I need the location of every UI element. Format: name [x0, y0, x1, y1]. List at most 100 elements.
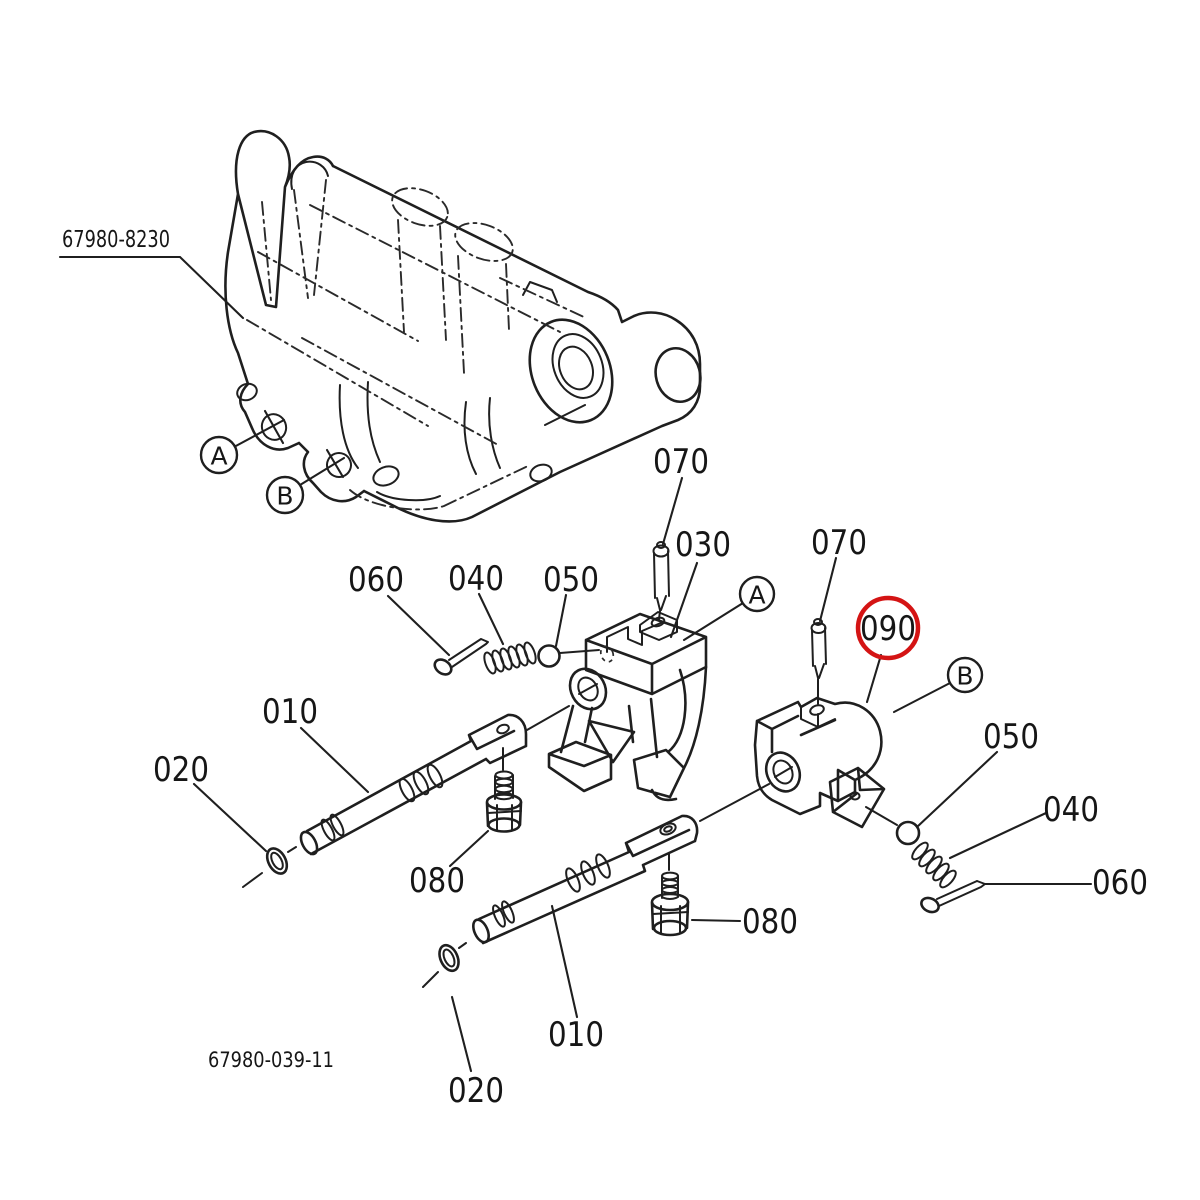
rod2-ring-1: [492, 904, 506, 928]
callout-050-left: 050: [543, 560, 599, 600]
leader-030: [669, 561, 699, 639]
callout-040-right: 040: [1043, 790, 1099, 830]
callout-060-left: 060: [348, 560, 404, 600]
bolt1-thread: [494, 770, 514, 780]
shift-fork-drawing: [547, 611, 708, 802]
set-bolt-1-drawing: [485, 747, 523, 833]
block-pin-boss: [800, 706, 836, 728]
bolt2-head-top: [650, 892, 690, 912]
leader-020b: [450, 995, 473, 1073]
spring1-coil: [507, 645, 521, 669]
leader-ref-b-block: [892, 681, 952, 714]
rod1-axis-lines: [242, 705, 570, 888]
rod1-groove-2: [412, 770, 430, 796]
callout-050-right: 050: [983, 717, 1039, 757]
leader-lines: [192, 409, 1093, 1073]
bolt2-head-lines: [652, 905, 689, 934]
cotter-pin-1-drawing: [433, 638, 489, 676]
spring-pin-1-drawing: [652, 541, 670, 620]
callout-070-block-pin: 070: [811, 523, 867, 563]
spring1-coil: [523, 641, 537, 665]
transmission-case-drawing: [224, 129, 702, 523]
o-ring-2-inner: [442, 948, 456, 968]
shift-rod-2-drawing: [422, 814, 699, 988]
callout-labels: 070 030 070 090 060 040 050 010 020 080 …: [153, 442, 1148, 1111]
o-ring-1-drawing: [265, 847, 289, 875]
rod2-ring-2: [501, 900, 515, 924]
leader-070a: [661, 476, 684, 546]
block-pin-hole: [809, 704, 825, 716]
bolt2-head-bottom: [652, 919, 688, 937]
case-bore-ring: [551, 333, 605, 399]
rod2-end-cap: [472, 918, 490, 944]
leader-080b: [690, 918, 742, 923]
callout-090-block: 090: [860, 609, 916, 649]
bolt2-thread: [661, 871, 679, 881]
cotter1-head: [433, 658, 453, 676]
leader-090: [865, 653, 883, 704]
spring1-coil: [515, 643, 529, 667]
leader-ref-a-fork: [682, 601, 745, 642]
leader-040a: [477, 592, 505, 646]
case-bore-flange: [528, 318, 614, 424]
leader-060a: [386, 594, 451, 657]
ref-label-b-block: B: [956, 662, 973, 691]
leader-ref-b-housing: [298, 448, 346, 487]
bolt1-thread: [494, 784, 514, 794]
o-ring-2-drawing: [438, 943, 460, 973]
callout-060-right: 060: [1092, 863, 1148, 903]
case-small-hole-2: [372, 465, 400, 487]
assembly-part-number: 67980-8230: [62, 227, 170, 253]
ball2: [895, 820, 921, 846]
callout-010-rod2: 010: [548, 1015, 604, 1055]
rod2-groove-3: [595, 853, 611, 879]
spring1-coil: [499, 647, 513, 671]
leader-010b: [550, 904, 579, 1019]
o-ring-2-outer: [438, 943, 460, 973]
block-silhouette: [753, 696, 883, 816]
ref-label-a-fork: A: [748, 581, 765, 610]
leader-080a: [448, 829, 490, 868]
pin2-cap: [810, 622, 827, 634]
callout-030-fork: 030: [675, 525, 731, 565]
ball1-axis: [559, 649, 600, 654]
rod1-body: [305, 713, 528, 856]
leader-050b: [915, 750, 999, 829]
shift-rod-1-drawing: [242, 705, 570, 888]
rod2-groove-1: [565, 867, 581, 893]
case-top-ear: [522, 281, 558, 303]
rod2-groove-2: [580, 860, 596, 886]
bolt1-head-lines: [487, 804, 522, 831]
bolt2-head: [650, 900, 690, 931]
leader-010a: [299, 726, 370, 794]
callout-070-fork-pin: 070: [653, 442, 709, 482]
spring2-coil: [939, 869, 957, 889]
pin1-body: [653, 550, 670, 620]
case-end-bore: [654, 347, 702, 403]
leader-040b: [948, 811, 1048, 860]
block-bore-tick: [774, 766, 793, 778]
spring1-coil: [483, 651, 497, 675]
ref-circle-b-block: [946, 656, 984, 694]
block-foot: [828, 766, 886, 829]
bolt1-head-bottom: [487, 817, 521, 833]
ref-label-a-housing: A: [210, 442, 227, 471]
pin2-knob: [813, 618, 823, 626]
shifter-block-drawing: [699, 696, 898, 829]
highlight-circle: [855, 595, 921, 661]
block-axis-to-rod: [699, 783, 770, 822]
leader-020a: [192, 782, 268, 853]
case-outline: [224, 129, 702, 523]
fork-legs: [547, 665, 708, 802]
detent-spring-2-drawing: [911, 841, 957, 889]
figure-number: 67980-039-11: [208, 1048, 334, 1072]
case-small-hole-1: [236, 382, 258, 402]
rod1-groove-3: [426, 763, 444, 789]
case-stub-2: [454, 222, 514, 262]
bolt1-head: [485, 800, 523, 828]
rod2-pin-hole-inner: [663, 825, 673, 833]
callout-080-bolt2: 080: [742, 902, 798, 942]
rod1-pin-hole: [496, 723, 510, 735]
bolt1-thread: [494, 777, 514, 787]
